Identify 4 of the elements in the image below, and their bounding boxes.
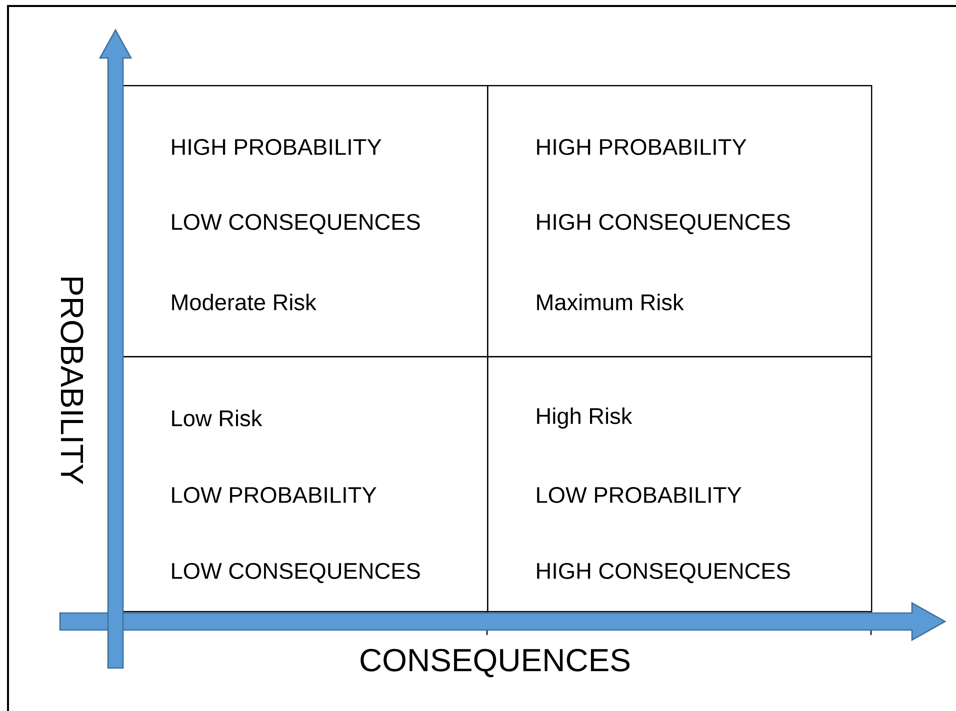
axis-label: PROBABILITY bbox=[60, 278, 84, 484]
axis-label: CONSEQUENCES bbox=[360, 648, 630, 678]
matrix-cell: HIGH PROBABILITY HIGH CONSEQUENCES Maximum Risk bbox=[487, 85, 872, 358]
matrix-cell: High Risk LOW PROBABILITY HIGH CONSEQUENCES bbox=[487, 356, 872, 612]
